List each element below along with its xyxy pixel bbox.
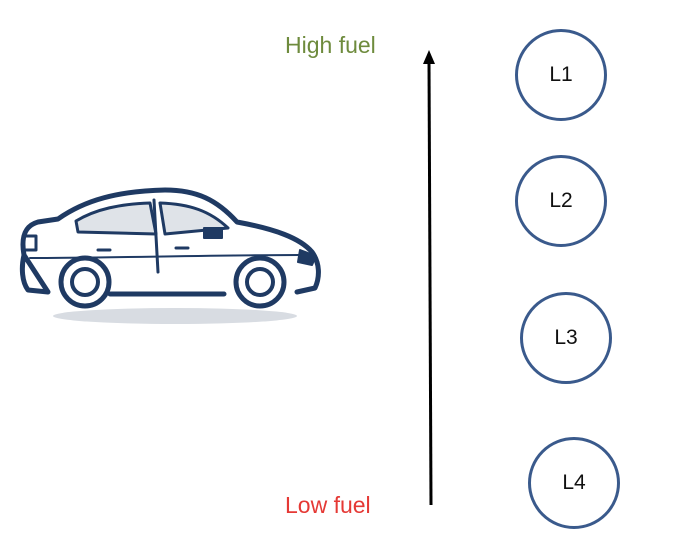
fuel-axis-arrow xyxy=(423,50,435,506)
fuel-level-label: L1 xyxy=(549,63,573,86)
fuel-level-label: L3 xyxy=(554,326,578,349)
fuel-level-label: L4 xyxy=(562,471,586,494)
fuel-level-l3: L3 xyxy=(520,292,612,384)
low-fuel-label: Low fuel xyxy=(285,492,371,518)
fuel-level-l4: L4 xyxy=(528,437,620,529)
fuel-level-l1: L1 xyxy=(515,29,607,121)
high-fuel-label: High fuel xyxy=(285,32,376,58)
car-icon xyxy=(19,187,321,324)
fuel-level-l2: L2 xyxy=(515,155,607,247)
fuel-level-label: L2 xyxy=(549,189,573,212)
